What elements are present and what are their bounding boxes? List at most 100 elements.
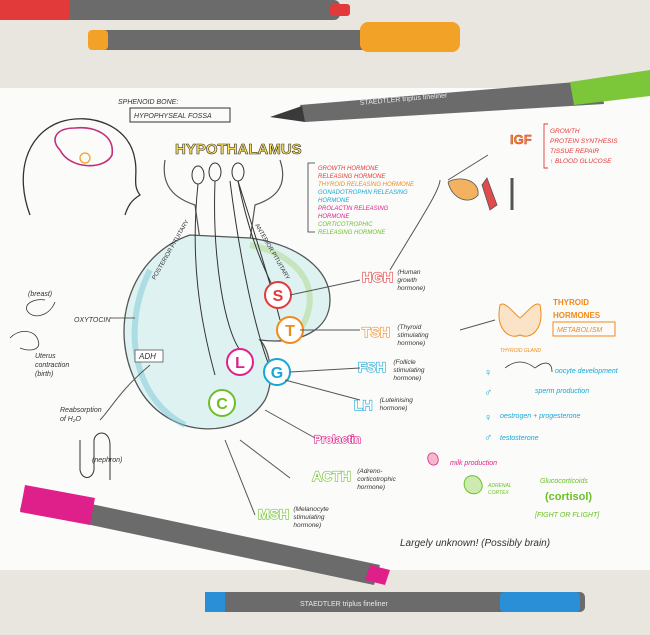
- sphenoid-box-label: HYPOPHYSEAL FOSSA: [134, 113, 212, 120]
- uterus-label-1: Uterus: [35, 353, 56, 360]
- hormone-description: hormone): [397, 285, 425, 292]
- hormone-description: growth: [397, 277, 417, 284]
- thyroid-gland-icon: [498, 303, 542, 337]
- hormone-arrows: [224, 154, 489, 516]
- hormone-description: (Follicle: [393, 359, 416, 366]
- releasing-hormone-line: RELEASING HORMONE: [318, 230, 386, 236]
- page-title: HYPOTHALAMUS: [175, 141, 302, 158]
- hormone-prolactin: Prolactin: [313, 433, 362, 446]
- sphenoid-label-group: SPHENOID BONE: HYPOPHYSEAL FOSSA: [118, 99, 231, 123]
- releasing-hormone-line: PROLACTIN RELEASING: [318, 206, 389, 212]
- letter-circle-g: G: [263, 358, 291, 386]
- nephron-sketch: [79, 432, 111, 480]
- sperm-label: sperm production: [535, 388, 589, 395]
- oocyte-label: oocyte development: [555, 368, 619, 375]
- paper-sheet: [0, 88, 650, 570]
- glucocorticoids-label: Glucocorticoids: [540, 478, 588, 485]
- orange-pen-top: [88, 22, 460, 52]
- letter-circle-text: T: [285, 323, 295, 340]
- thyroid-hormones-line-2: HORMONES: [553, 311, 601, 320]
- breast-icon: [427, 452, 439, 466]
- hormone-description: hormone): [380, 405, 408, 412]
- adrenal-block: ADRENAL CORTEX Glucocorticoids (cortisol…: [463, 475, 600, 519]
- igf-effect-item: PROTEIN SYNTHESIS: [550, 138, 618, 145]
- sphenoid-label: SPHENOID BONE:: [118, 99, 178, 106]
- hypothalamic-neurons: [191, 162, 281, 376]
- fight-or-flight-label: [FIGHT OR FLIGHT]: [534, 512, 600, 519]
- adh-label: ADH: [138, 352, 156, 361]
- hormone-description: (Thyroid: [397, 324, 421, 331]
- hormone-description: (Adreno-: [357, 468, 383, 475]
- releasing-hormone-line: GONADOTROPHIN RELEASING: [318, 190, 408, 196]
- hormone-description: stimulating: [397, 332, 428, 339]
- hormone-abbr: MSH: [258, 506, 289, 522]
- releasing-hormone-line: HORMONE: [318, 198, 350, 204]
- letter-circle-s: S: [264, 281, 292, 309]
- metabolism-label: METABOLISM: [557, 327, 603, 334]
- thyroid-gland-label: THYROID GLAND: [500, 348, 542, 354]
- uterus-label-2: contraction: [35, 362, 69, 369]
- hormone-list: HGH(Humangrowthhormone)TSH(Thyroidstimul…: [257, 268, 428, 529]
- thyroid-hormones-line-1: THYROID: [553, 298, 589, 307]
- head-sketch: [22, 118, 141, 216]
- letter-circle-text: C: [216, 396, 228, 413]
- liver-icon: [447, 178, 479, 201]
- letter-circle-text: S: [273, 288, 284, 305]
- igf-effect-item: GROWTH: [550, 128, 580, 135]
- letter-circle-text: G: [271, 365, 283, 382]
- reabsorption-label-1: Reabsorption: [60, 407, 102, 414]
- hormone-description: hormone): [293, 522, 321, 529]
- hormone-description: hormone): [357, 484, 385, 491]
- hormone-abbr: ACTH: [312, 468, 351, 484]
- adrenal-gland-icon: [463, 475, 483, 495]
- igf-effect-item: TISSUE REPAIR: [550, 148, 599, 155]
- letter-circle-c: C: [208, 389, 236, 417]
- letter-circle-l: L: [226, 348, 254, 376]
- pituitary-letter-circles: S T L G C: [208, 281, 304, 417]
- oxytocin-label: OXYTOCIN: [74, 317, 111, 324]
- igf-label: IGF: [510, 132, 532, 147]
- blue-pen-brand: STAEDTLER triplus fineliner: [300, 601, 388, 608]
- adrenal-label-1: ADRENAL: [487, 483, 512, 489]
- oestrogen-label: oestrogen + progesterone: [500, 413, 580, 420]
- releasing-hormone-line: RELEASING HORMONE: [318, 174, 386, 180]
- letter-circle-t: T: [276, 316, 304, 344]
- releasing-hormone-line: GROWTH HORMONE: [318, 166, 379, 172]
- hormone-description: hormone): [397, 340, 425, 347]
- testosterone-label: testosterone: [500, 435, 539, 442]
- blue-pen-bottom: STAEDTLER triplus fineliner: [205, 592, 585, 612]
- posterior-targets: (breast) OXYTOCIN Uterus contraction (bi…: [9, 291, 151, 480]
- ovary-icon: [504, 361, 553, 373]
- cortisol-label: (cortisol): [545, 491, 592, 503]
- uterus-sketch: [9, 331, 40, 351]
- igf-block: IGF GROWTH PROTEIN SYNTHESIS TISSUE REPAIR…: [447, 123, 618, 211]
- largely-unknown-label: Largely unknown! (Possibly brain): [400, 538, 550, 549]
- thyroid-block: THYROID GLAND THYROID HORMONES METABOLIS…: [459, 298, 616, 354]
- gonad-block: ♀ ♂ ♀ ♂ oocyte development sperm product…: [484, 361, 619, 444]
- hormone-description: (Melanocyte: [293, 506, 329, 513]
- releasing-hormone-line: HORMONE: [318, 214, 350, 220]
- male-icon: ♂: [484, 387, 492, 399]
- hormone-description: stimulating: [293, 514, 324, 521]
- hormone-abbr: Prolactin: [314, 434, 361, 446]
- hormone-abbr: HGH: [362, 269, 393, 285]
- hormone-description: (Luteinising: [380, 397, 414, 404]
- letter-circle-text: L: [235, 355, 245, 372]
- uterus-label-3: (birth): [35, 371, 53, 378]
- female-icon: ♀: [484, 367, 492, 379]
- breast-label: (breast): [28, 291, 52, 298]
- hormone-description: corticotrophic: [357, 476, 396, 483]
- hormone-abbr: FSH: [358, 359, 386, 375]
- male-icon-2: ♂: [484, 432, 492, 444]
- muscle-icon: [481, 177, 498, 211]
- hormone-abbr: LH: [354, 397, 373, 413]
- red-pen-top: [0, 0, 350, 20]
- reabsorption-label-2: of H₂O: [60, 416, 82, 423]
- pink-pen-bottom: [20, 485, 390, 585]
- female-icon-2: ♀: [484, 412, 492, 424]
